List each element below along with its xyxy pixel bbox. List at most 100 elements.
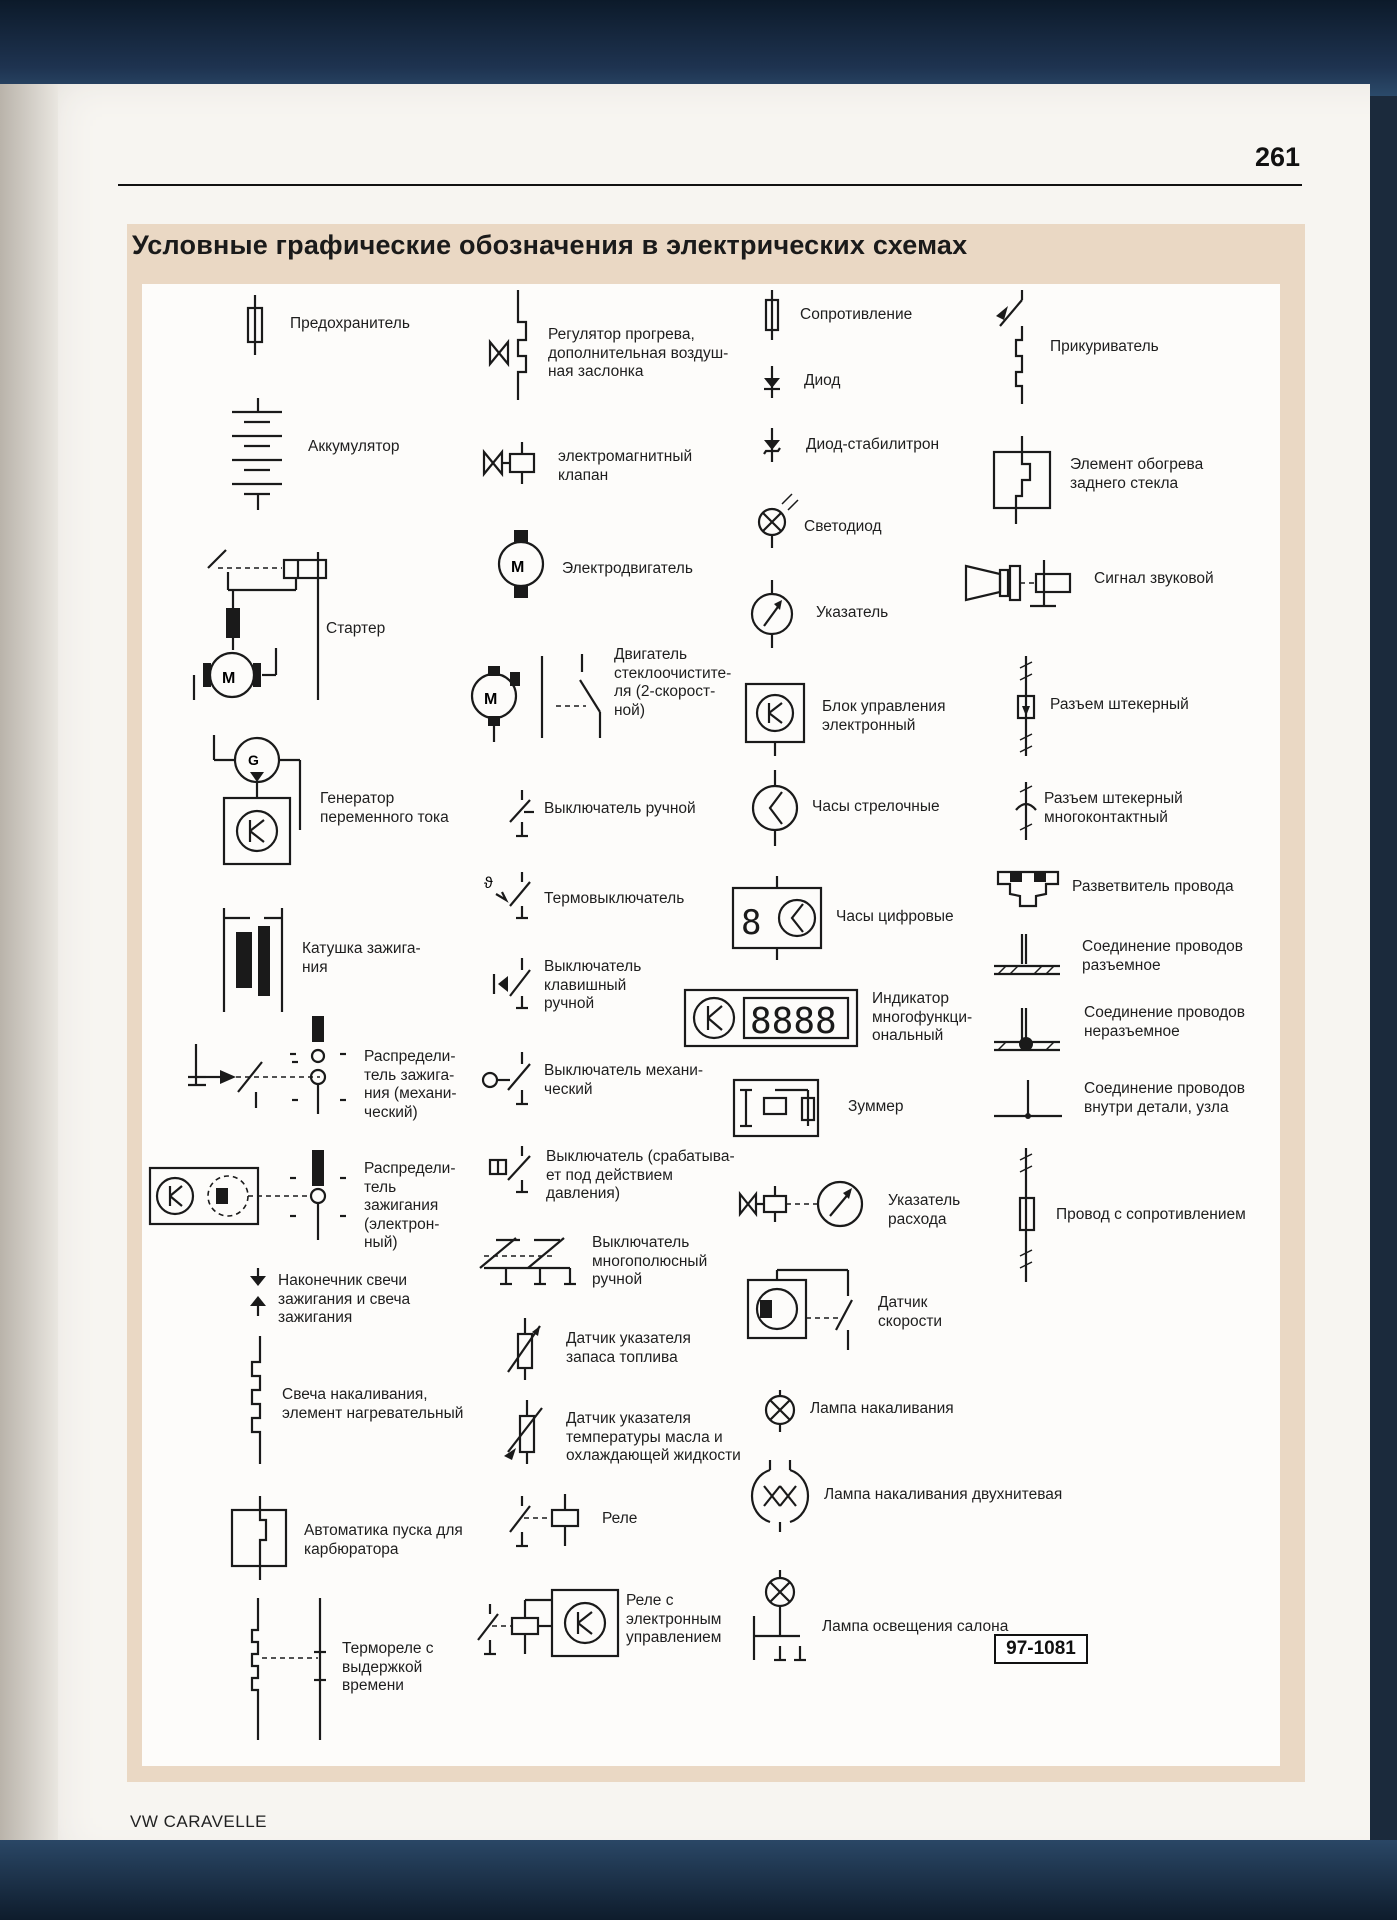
thermal-switch-label: Термовыключатель — [544, 890, 685, 907]
scan-bottom-edge — [0, 1840, 1397, 1920]
interior-light-label: Лампа освещения салона — [822, 1618, 1009, 1635]
analog-clock-label: Часы стрелочные — [812, 798, 940, 815]
svg-text:8: 8 — [741, 903, 761, 943]
page-title: Условные графические обозначения в элект… — [132, 230, 968, 260]
spark-plug-icon — [250, 1268, 266, 1316]
book-footer: VW CARAVELLE — [130, 1812, 268, 1831]
digital-clock-label: Часы цифровые — [836, 908, 954, 925]
symbols-area — [142, 284, 1280, 1766]
alternator-icon: G — [212, 735, 302, 866]
svg-text:M: M — [222, 670, 235, 687]
zener-diode-label: Диод-стабилитрон — [806, 436, 940, 453]
pressure-switch-icon — [488, 1146, 531, 1194]
bulb-icon — [764, 1390, 796, 1432]
wire-junction-icon — [996, 870, 1060, 908]
ignition-coil-label: Катушка зажига- ния — [302, 940, 421, 976]
time-delay-relay-label: Термореле с выдержкой времени — [342, 1640, 434, 1694]
mechanical-switch-label: Выключатель механи- ческий — [544, 1062, 704, 1098]
starter-label: Стартер — [326, 620, 386, 637]
diode-label: Диод — [804, 372, 841, 389]
cigarette-lighter-label: Прикуриватель — [1050, 338, 1159, 355]
cigarette-lighter-icon — [996, 290, 1024, 404]
electronic-relay-icon — [477, 1588, 620, 1658]
resistance-wire-label: Провод с сопротивлением — [1056, 1206, 1246, 1223]
time-delay-relay-icon — [250, 1598, 326, 1740]
temperature-sender-label: Датчик указателя температуры масла и охл… — [566, 1410, 741, 1464]
relay-label: Реле — [602, 1510, 638, 1527]
battery-label: Аккумулятор — [308, 438, 400, 455]
analog-clock-icon — [751, 770, 799, 846]
rear-window-heater-icon — [992, 436, 1052, 524]
svg-text:8888: 8888 — [750, 1001, 837, 1042]
speed-sensor-icon — [746, 1268, 853, 1350]
pressure-switch-label: Выключатель (срабатыва- ет под действием… — [546, 1148, 735, 1202]
svg-text:G: G — [248, 752, 259, 768]
scan-top-edge — [0, 0, 1397, 96]
solenoid-valve-label: электромагнитный клапан — [558, 448, 693, 484]
push-button-switch-icon — [492, 958, 531, 1010]
wire-junction-label: Разветвитель провода — [1072, 878, 1234, 895]
electronic-relay-label: Реле с электронным управлением — [626, 1592, 722, 1646]
alternator-label: Генератор переменного тока — [320, 790, 449, 826]
multifunction-display-icon: 8888 — [683, 988, 859, 1048]
control-unit-icon — [744, 682, 806, 756]
svg-text:ϑ: ϑ — [484, 875, 493, 892]
spark-plug-label: Наконечник свечи зажигания и свеча зажиг… — [278, 1272, 411, 1326]
internal-connection-icon — [994, 1080, 1062, 1119]
manual-switch-label: Выключатель ручной — [544, 800, 696, 817]
fuse-icon — [246, 295, 264, 355]
svg-text:M: M — [511, 559, 524, 576]
multi-pin-connector-label: Разъем штекерный многоконтактный — [1044, 790, 1183, 826]
interior-light-icon — [752, 1570, 806, 1662]
led-label: Светодиод — [804, 518, 882, 535]
twin-filament-bulb-icon — [750, 1460, 810, 1532]
permanent-connection-label: Соединение проводов неразъемное — [1084, 1004, 1245, 1040]
digital-clock-icon: 8 — [731, 876, 823, 960]
gauge-icon — [750, 580, 794, 648]
push-button-switch-label: Выключатель клавишный ручной — [544, 958, 642, 1012]
temperature-sender-icon — [504, 1400, 543, 1464]
buzzer-label: Зуммер — [848, 1098, 904, 1115]
speed-sensor-label: Датчик скорости — [878, 1294, 943, 1330]
warmup-regulator-icon — [488, 290, 528, 400]
gauge-label: Указатель — [816, 604, 889, 621]
relay-icon — [509, 1494, 580, 1548]
resistor-icon — [764, 290, 780, 340]
consumption-gauge-icon — [738, 1180, 864, 1228]
glow-plug-icon — [250, 1336, 262, 1464]
permanent-connection-icon — [994, 1008, 1060, 1052]
motor-icon: M — [497, 530, 545, 598]
diode-icon — [764, 366, 780, 398]
electronic-distributor-icon — [148, 1150, 346, 1240]
page-number: 261 — [1254, 142, 1300, 172]
resistance-wire-icon — [1018, 1148, 1036, 1282]
control-unit-label: Блок управления электронный — [822, 698, 946, 734]
consumption-gauge-label: Указатель расхода — [888, 1192, 961, 1228]
manual-switch-icon — [509, 790, 534, 838]
plug-connector-icon — [1016, 656, 1036, 756]
twin-filament-bulb-label: Лампа накаливания двухнитевая — [824, 1486, 1063, 1503]
battery-icon — [232, 398, 282, 510]
detachable-connection-icon — [994, 934, 1060, 976]
choke-label: Автоматика пуска для карбюратора — [304, 1522, 463, 1558]
svg-text:M: M — [484, 691, 497, 708]
mechanical-distributor-icon — [188, 1016, 346, 1114]
fuel-sender-label: Датчик указателя запаса топлива — [566, 1330, 691, 1366]
mechanical-switch-icon — [481, 1052, 531, 1106]
zener-diode-icon — [763, 428, 781, 462]
thermal-switch-icon: ϑ — [484, 872, 531, 920]
detachable-connection-label: Соединение проводов разъемное — [1082, 938, 1243, 974]
rear-window-heater-label: Элемент обогрева заднего стекла — [1070, 456, 1204, 492]
buzzer-icon — [732, 1078, 820, 1138]
multi-pin-connector-icon — [1015, 782, 1037, 840]
figure-code: 97-1081 — [994, 1634, 1088, 1664]
ignition-coil-icon — [222, 908, 284, 1012]
horn-label: Сигнал звуковой — [1094, 570, 1214, 587]
plug-connector-label: Разъем штекерный — [1050, 696, 1189, 713]
multifunction-display-label: Индикатор многофункци- ональный — [872, 990, 973, 1044]
header-rule — [118, 184, 1302, 186]
internal-connection-label: Соединение проводов внутри детали, узла — [1084, 1080, 1245, 1116]
fuel-sender-icon — [507, 1318, 541, 1380]
warmup-regulator-label: Регулятор прогрева, дополнительная возду… — [548, 326, 729, 380]
